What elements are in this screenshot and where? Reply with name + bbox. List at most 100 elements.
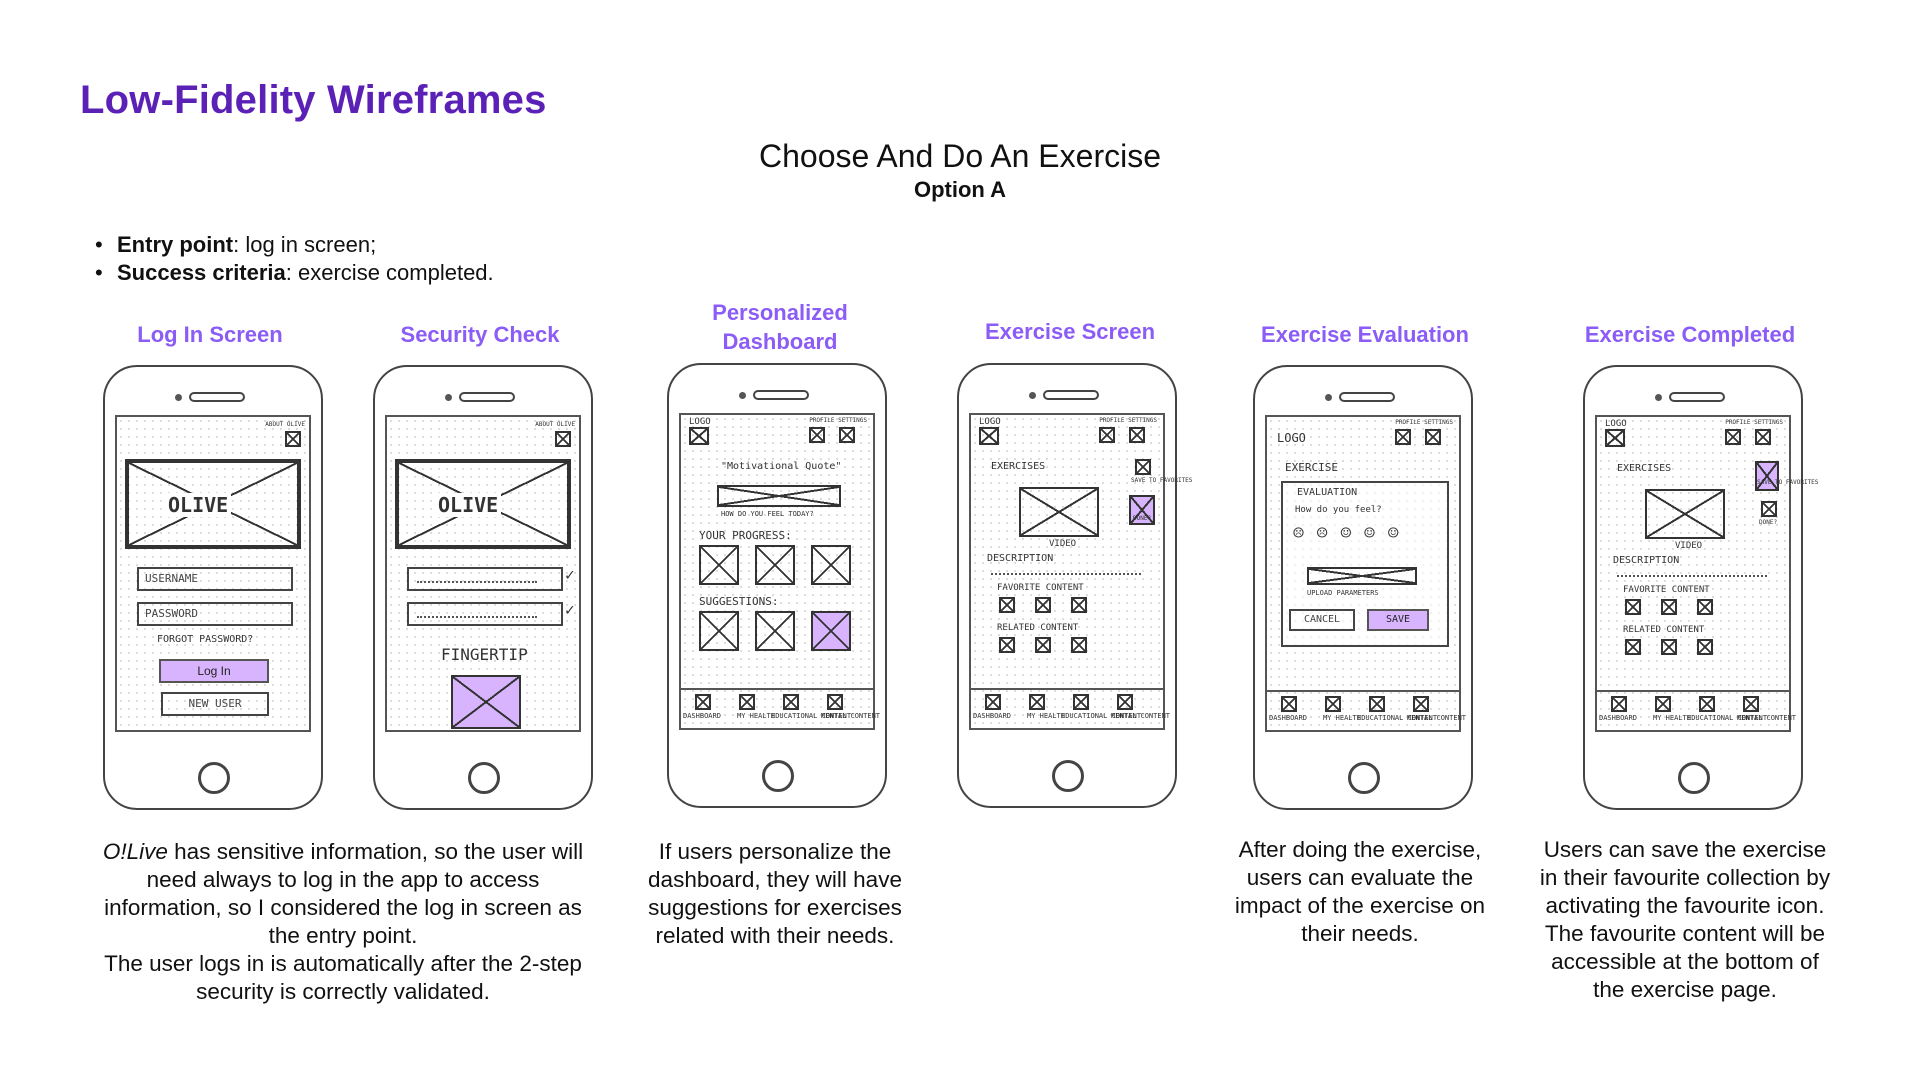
nav-dashboard-icon[interactable] — [1281, 696, 1297, 712]
speaker-icon — [1043, 390, 1099, 400]
nav-label: MY HEALTH — [737, 712, 775, 720]
nav-mental-icon[interactable] — [827, 694, 843, 710]
caption-login: O!Live has sensitive information, so the… — [98, 838, 588, 1006]
about-icon[interactable] — [555, 431, 571, 447]
logo-label: LOGO — [689, 417, 711, 427]
favorite-item[interactable] — [1035, 597, 1051, 613]
favorite-content-label: FAVORITE CONTENT — [1623, 585, 1710, 595]
profile-icon[interactable] — [1725, 429, 1741, 445]
profile-settings-label: PROFILE SETTINGS — [1725, 419, 1783, 426]
nav-label: MENTAL CONTENT — [1407, 714, 1466, 722]
profile-icon[interactable] — [809, 427, 825, 443]
save-favorites-label: SAVE TO FAVORITES — [1131, 477, 1192, 484]
nav-educational-icon[interactable] — [1369, 696, 1385, 712]
mood-faces-icon[interactable]: ☹ ☹ ☺ ☺ ☺ — [1293, 523, 1400, 544]
favorite-icon-active[interactable] — [1755, 461, 1779, 491]
screen-title-exercise: Exercise Screen — [955, 317, 1185, 346]
settings-icon[interactable] — [1425, 429, 1441, 445]
logo-label: LOGO — [1605, 419, 1627, 429]
related-item[interactable] — [1625, 639, 1641, 655]
video-player[interactable] — [1645, 489, 1725, 539]
speaker-icon — [189, 392, 245, 402]
forgot-password-link[interactable]: FORGOT PASSWORD? — [157, 634, 253, 645]
description-text — [991, 567, 1141, 575]
camera-icon — [1655, 394, 1662, 401]
nav-label: MY HEALTH — [1323, 714, 1361, 722]
description-text — [1617, 569, 1767, 577]
done-button[interactable] — [1761, 501, 1777, 517]
nav-label: DASHBOARD — [1269, 714, 1307, 722]
progress-card[interactable] — [811, 545, 851, 585]
brand-name: O!Live — [103, 839, 168, 864]
nav-health-icon[interactable] — [1655, 696, 1671, 712]
settings-icon[interactable] — [1129, 427, 1145, 443]
favorite-item[interactable] — [999, 597, 1015, 613]
new-user-button[interactable]: NEW USER — [161, 692, 269, 716]
bottom-nav: DASHBOARD MY HEALTH EDUCATIONAL CONTENT … — [1597, 690, 1789, 730]
nav-health-icon[interactable] — [1029, 694, 1045, 710]
save-button[interactable]: SAVE — [1367, 609, 1429, 631]
progress-card[interactable] — [755, 545, 795, 585]
nav-educational-icon[interactable] — [1073, 694, 1089, 710]
exercise-label: EXERCISE — [1285, 461, 1338, 474]
about-label: ABOUT OLIVE — [535, 421, 575, 428]
bottom-nav: DASHBOARD MY HEALTH EDUCATIONAL CONTENT … — [1267, 690, 1459, 730]
favorite-item[interactable] — [1625, 599, 1641, 615]
settings-icon[interactable] — [839, 427, 855, 443]
username-field-filled[interactable] — [407, 567, 563, 591]
done-label: DONE? — [1133, 515, 1151, 522]
password-field[interactable]: PASSWORD — [137, 602, 293, 626]
related-item[interactable] — [1697, 639, 1713, 655]
upload-input[interactable] — [1307, 567, 1417, 585]
login-button[interactable]: Log In — [159, 659, 269, 683]
bullet-icon: • — [95, 232, 117, 258]
phone-security: ABOUT OLIVE OLIVE ✓ ✓ FINGERTIP — [373, 365, 593, 810]
logo-icon — [979, 427, 999, 445]
camera-icon — [1325, 394, 1332, 401]
suggestion-card[interactable] — [755, 611, 795, 651]
related-item[interactable] — [999, 637, 1015, 653]
username-field[interactable]: USERNAME — [137, 567, 293, 591]
nav-dashboard-icon[interactable] — [985, 694, 1001, 710]
camera-icon — [1029, 392, 1036, 399]
related-item[interactable] — [1661, 639, 1677, 655]
suggestion-card-selected[interactable] — [811, 611, 851, 651]
nav-educational-icon[interactable] — [783, 694, 799, 710]
nav-mental-icon[interactable] — [1413, 696, 1429, 712]
nav-mental-icon[interactable] — [1117, 694, 1133, 710]
profile-icon[interactable] — [1099, 427, 1115, 443]
nav-health-icon[interactable] — [739, 694, 755, 710]
favorite-item[interactable] — [1697, 599, 1713, 615]
nav-label: DASHBOARD — [683, 712, 721, 720]
screen-title-evaluation: Exercise Evaluation — [1235, 320, 1495, 349]
progress-card[interactable] — [699, 545, 739, 585]
caption-completed-2: The favourite content will be accessible… — [1545, 921, 1825, 1002]
caption-completed-1: Users can save the exercise in their fav… — [1540, 837, 1830, 918]
nav-dashboard-icon[interactable] — [695, 694, 711, 710]
related-item[interactable] — [1071, 637, 1087, 653]
cancel-button[interactable]: CANCEL — [1289, 609, 1355, 631]
favorite-icon[interactable] — [1135, 459, 1151, 475]
settings-icon[interactable] — [1755, 429, 1771, 445]
nav-health-icon[interactable] — [1325, 696, 1341, 712]
favorite-item[interactable] — [1071, 597, 1087, 613]
suggestion-card[interactable] — [699, 611, 739, 651]
how-feel-question: How do you feel? — [1295, 505, 1382, 515]
mood-input[interactable] — [717, 485, 841, 507]
nav-label: MENTAL CONTENT — [1111, 712, 1170, 720]
video-label: VIDEO — [1049, 539, 1076, 549]
nav-dashboard-icon[interactable] — [1611, 696, 1627, 712]
scribble-line — [417, 575, 537, 583]
nav-mental-icon[interactable] — [1743, 696, 1759, 712]
favorite-item[interactable] — [1661, 599, 1677, 615]
nav-educational-icon[interactable] — [1699, 696, 1715, 712]
about-icon[interactable] — [285, 431, 301, 447]
video-player[interactable] — [1019, 487, 1099, 537]
scribble-line — [417, 610, 537, 618]
profile-icon[interactable] — [1395, 429, 1411, 445]
home-button-icon — [468, 762, 500, 794]
password-field-filled[interactable] — [407, 602, 563, 626]
caption-dashboard: If users personalize the dashboard, they… — [645, 838, 905, 950]
fingerprint-scanner[interactable] — [451, 675, 521, 729]
related-item[interactable] — [1035, 637, 1051, 653]
